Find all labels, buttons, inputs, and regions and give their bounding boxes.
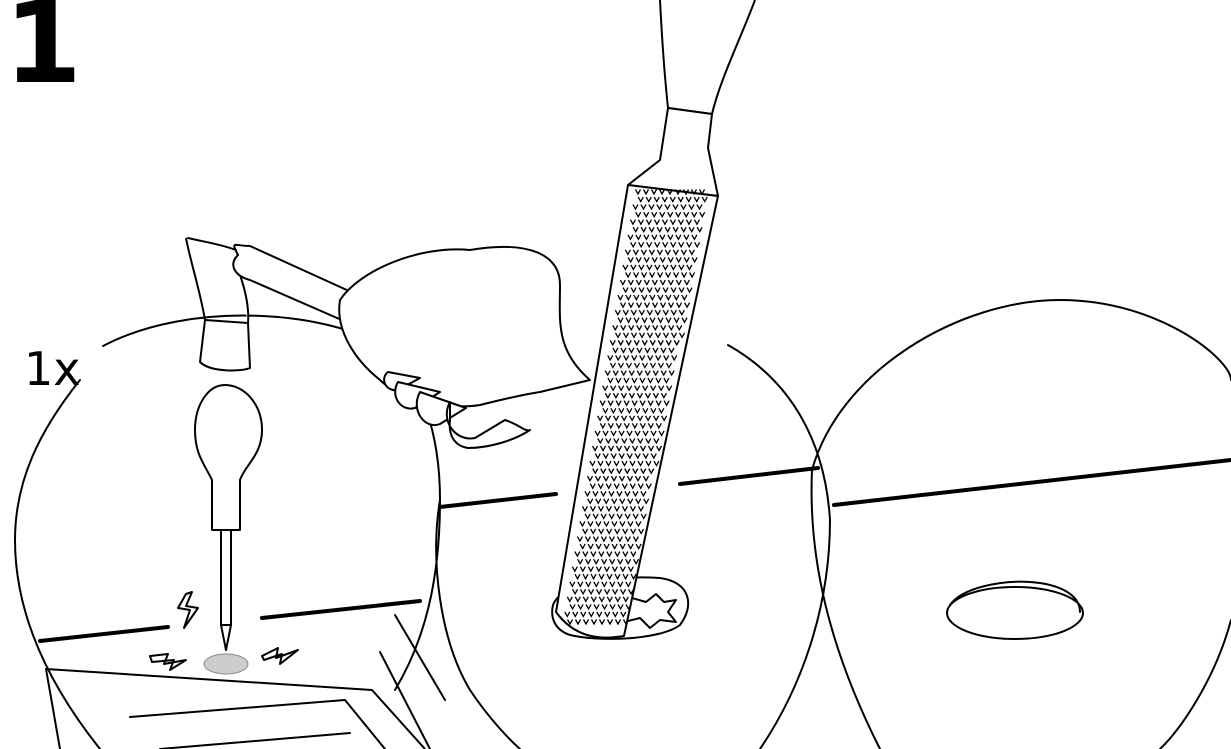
drilled-hole-icon — [947, 582, 1083, 639]
file-rasp-icon — [556, 0, 755, 638]
step-number: 1 — [4, 0, 82, 100]
detail-circle-finished — [812, 300, 1231, 749]
screwdriver-icon — [195, 385, 262, 674]
quantity-label: 1x — [24, 346, 81, 392]
hand-icon — [339, 247, 590, 448]
